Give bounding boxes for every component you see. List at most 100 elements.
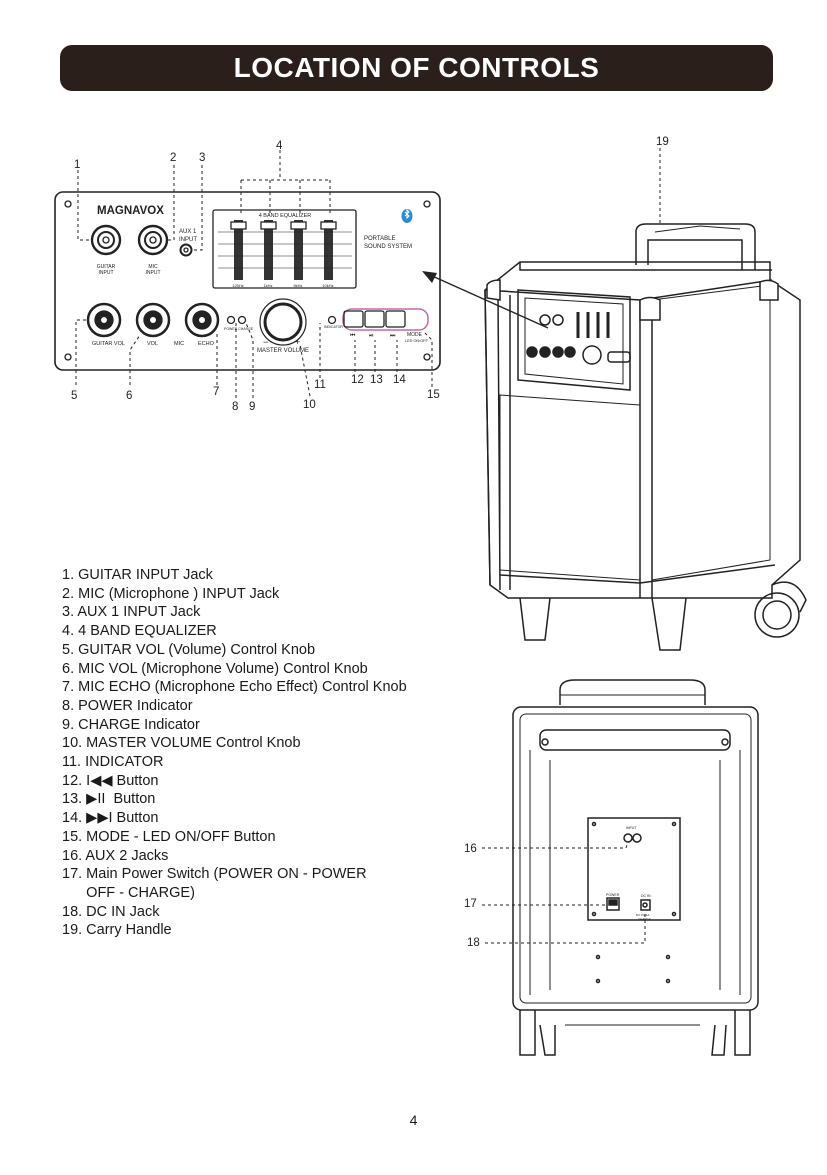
mode-label-1: MODE [407,332,423,338]
status-indicator [327,315,337,325]
power-charge-label: POWER CHARGE [224,327,254,331]
master-volume-label: MASTER VOLUME [257,348,309,354]
echo-label: ECHO [198,341,215,347]
product-name-2: SOUND SYSTEM [364,244,412,250]
callout-4: 4 [276,140,283,152]
mic-label: MIC [174,341,184,347]
speaker-rear-view: INPUT POWER DC IN DC 9V/2A CHARGE [512,679,759,1056]
legend-item: OFF - CHARGE) [62,884,195,901]
rear-dc-spec-2: CHARGE [638,917,651,921]
legend-item: 3. AUX 1 INPUT Jack [62,604,201,621]
bluetooth-icon [401,208,413,223]
callout-3: 3 [199,152,205,164]
legend-item: 9. CHARGE Indicator [62,716,200,733]
rear-power-label: POWER [606,893,620,897]
next-button[interactable] [385,310,406,328]
equalizer: 4 BAND EQUALIZER 125Hz 1kHz 5kHz 10kHz [212,209,357,289]
eq-freq-3: 5kHz [293,283,302,288]
eq-slider-1khz[interactable] [260,220,277,280]
legend-item: 5. GUITAR VOL (Volume) Control Knob [62,641,316,658]
page-number: 4 [409,1112,418,1128]
callout-1: 1 [74,159,80,171]
callout-14: 14 [393,374,406,386]
aux2-jacks[interactable] [623,833,642,843]
pointer-arrow [422,271,549,329]
callout-18: 18 [467,937,480,949]
callout-12: 12 [351,374,364,386]
legend-item: 18. DC IN Jack [62,903,160,920]
carry-handle [635,223,756,270]
callout-15: 15 [427,389,440,401]
speaker-front-view [484,223,807,651]
legend-item: 2. MIC (Microphone ) INPUT Jack [62,585,280,602]
rear-dc-spec-1: DC 9V/2A [636,913,649,917]
eq-freq-4: 10kHz [322,283,333,288]
play-pause-button[interactable] [364,310,385,328]
legend-item: 12. I◀◀ Button [62,772,159,789]
legend-item: 6. MIC VOL (Microphone Volume) Control K… [62,660,368,677]
rear-input-label: INPUT [626,826,637,830]
legend-item: 11. INDICATOR [62,754,164,771]
guitar-vol-label: GUITAR VOL [92,341,125,347]
mode-button-outline [342,308,429,331]
aux1-input-jack[interactable] [179,243,193,257]
rear-dcin-label: DC IN [641,894,651,898]
callout-9: 9 [249,401,255,413]
eq-freq-2: 1kHz [263,283,272,288]
guitar-input-jack[interactable] [90,224,122,256]
panel-brand: MAGNAVOX [97,205,164,217]
legend-item: 17. Main Power Switch (POWER ON - POWER [62,866,367,883]
title-banner: LOCATION OF CONTROLS [60,45,773,91]
legend-item: 15. MODE - LED ON/OFF Button [62,828,276,845]
eq-slider-125hz[interactable] [230,220,247,280]
callout-11: 11 [314,379,326,391]
legend-item: 4. 4 BAND EQUALIZER [62,623,217,640]
mic-input-label-1: MIC [148,264,158,270]
callout-2: 2 [170,152,176,164]
mic-vol-knob[interactable] [135,302,171,338]
legend-item: 7. MIC ECHO (Microphone Echo Effect) Con… [62,679,407,696]
dc-in-jack[interactable] [640,899,651,911]
prev-button[interactable] [343,310,364,328]
control-panel: MAGNAVOX GUITAR INPUT MIC INPUT AUX 1 IN… [54,191,441,371]
guitar-input-label-2: INPUT [99,270,114,276]
guitar-input-label-1: GUITAR [97,264,116,270]
eq-slider-5khz[interactable] [290,220,307,280]
legend-item: 10. MASTER VOLUME Control Knob [62,735,301,752]
main-power-switch[interactable] [606,897,620,911]
callout-5: 5 [71,390,77,402]
callout-17: 17 [464,898,477,910]
rear-callout-leaders [482,841,646,944]
prev-icon: ⏮ [350,333,356,339]
controls-legend: 1. GUITAR INPUT Jack 2. MIC (Microphone … [62,566,482,940]
page-title: LOCATION OF CONTROLS [233,52,600,83]
callout-leaders [75,148,661,398]
vol-label: VOL [147,341,158,347]
master-plus: + [295,337,300,347]
power-indicator [226,315,236,325]
callout-7: 7 [213,386,219,398]
eq-title: 4 BAND EQUALIZER [259,213,312,219]
eq-slider-10khz[interactable] [320,220,337,280]
product-name-1: PORTABLE [364,236,395,242]
mic-echo-knob[interactable] [184,302,220,338]
charge-indicator [237,315,247,325]
legend-item: 19. Carry Handle [62,922,172,939]
master-volume-knob[interactable] [259,298,307,346]
legend-item: 14. ▶▶I Button [62,810,159,827]
mode-label-2: LED ON/OFF [405,339,428,343]
legend-item: 13. ▶II Button [62,791,156,808]
callout-19: 19 [656,136,669,148]
master-minus: − [263,337,268,347]
callout-6: 6 [126,390,132,402]
mic-input-jack[interactable] [137,224,169,256]
next-icon: ⏭ [390,333,396,339]
callout-10: 10 [303,399,316,411]
guitar-vol-knob[interactable] [86,302,122,338]
legend-item: 1. GUITAR INPUT Jack [62,567,213,583]
callout-16: 16 [464,843,477,855]
play-pause-icon: ⏯ [369,333,374,339]
callout-8: 8 [232,401,238,413]
callout-13: 13 [370,374,383,386]
